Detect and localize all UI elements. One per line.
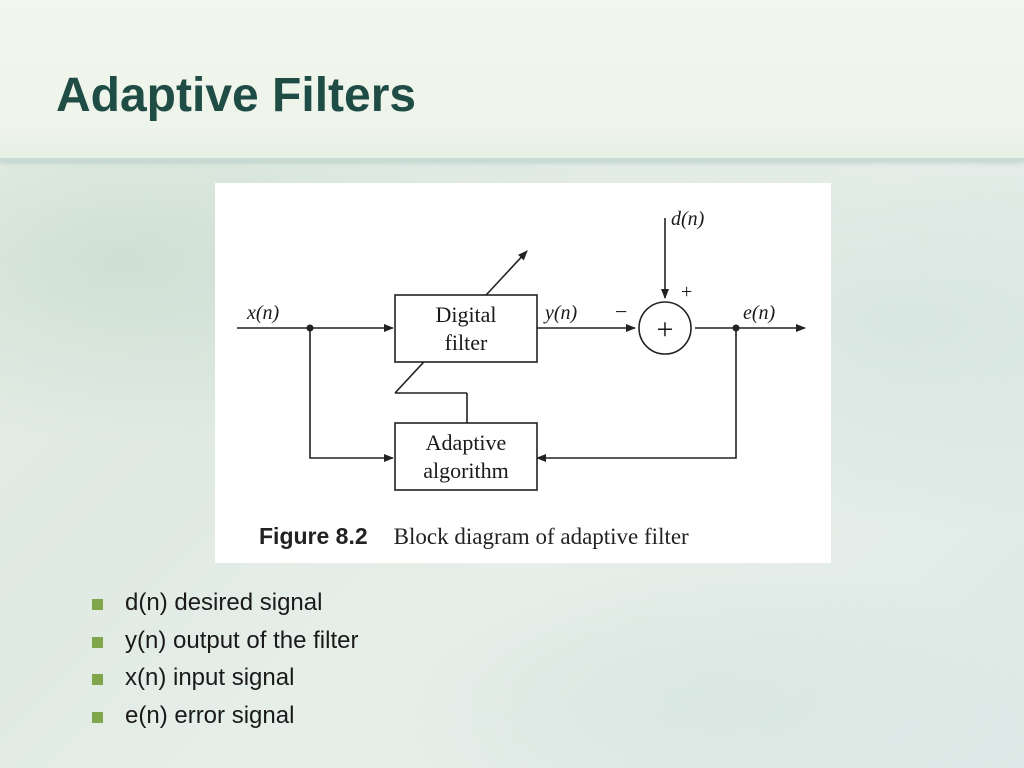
error-signal-label: e(n): [743, 302, 776, 324]
input-branch-line: [309, 328, 394, 462]
bullet-item: x(n) input signal: [92, 663, 358, 701]
adaptive-algorithm-block: [394, 422, 538, 491]
error-junction-dot: [732, 324, 740, 332]
summing-junction: [638, 301, 692, 355]
square-bullet-icon: [92, 599, 103, 610]
figure-number: Figure 8.2: [259, 523, 368, 549]
summer-plus-symbol: +: [657, 313, 674, 346]
bullet-item: d(n) desired signal: [92, 588, 358, 626]
digital-filter-label-1: Digital: [435, 302, 496, 327]
digital-filter-block: [394, 294, 538, 363]
square-bullet-icon: [92, 711, 103, 723]
title-band: Adaptive Filters: [0, 0, 1024, 161]
bullet-item: e(n) error signal: [92, 701, 358, 739]
error-feedback-line: [536, 328, 737, 462]
desired-signal-label: d(n): [671, 208, 705, 230]
bullet-item: y(n) output of the filter: [92, 626, 358, 664]
square-bullet-icon: [92, 636, 103, 648]
square-bullet-icon: [92, 674, 103, 685]
digital-filter-label-2: filter: [445, 330, 488, 355]
bullet-text: y(n) output of the filter: [125, 626, 359, 654]
block-diagram-figure: Digital filter Adaptive algorithm x(n) y…: [215, 183, 831, 563]
page-title: Adaptive Filters: [56, 69, 417, 122]
summer-minus-input-sign: −: [615, 299, 627, 324]
summer-plus-input-sign: +: [681, 281, 692, 303]
adaptive-algorithm-label-1: Adaptive: [426, 430, 507, 455]
block-diagram: Digital filter Adaptive algorithm x(n) y…: [237, 208, 806, 491]
bullet-text: x(n) input signal: [125, 664, 295, 691]
figure-caption-text: Block diagram of adaptive filter: [393, 524, 689, 549]
input-signal-label: x(n): [246, 302, 280, 324]
bullet-text: d(n) desired signal: [125, 589, 323, 616]
figure-caption: Figure 8.2 Block diagram of adaptive filt…: [259, 523, 689, 550]
input-junction-dot: [306, 324, 314, 332]
output-signal-label: y(n): [543, 302, 578, 324]
adaptive-algorithm-label-2: algorithm: [423, 458, 509, 483]
bullet-list: d(n) desired signal y(n) output of the f…: [92, 588, 358, 738]
bullet-text: e(n) error signal: [125, 701, 295, 729]
